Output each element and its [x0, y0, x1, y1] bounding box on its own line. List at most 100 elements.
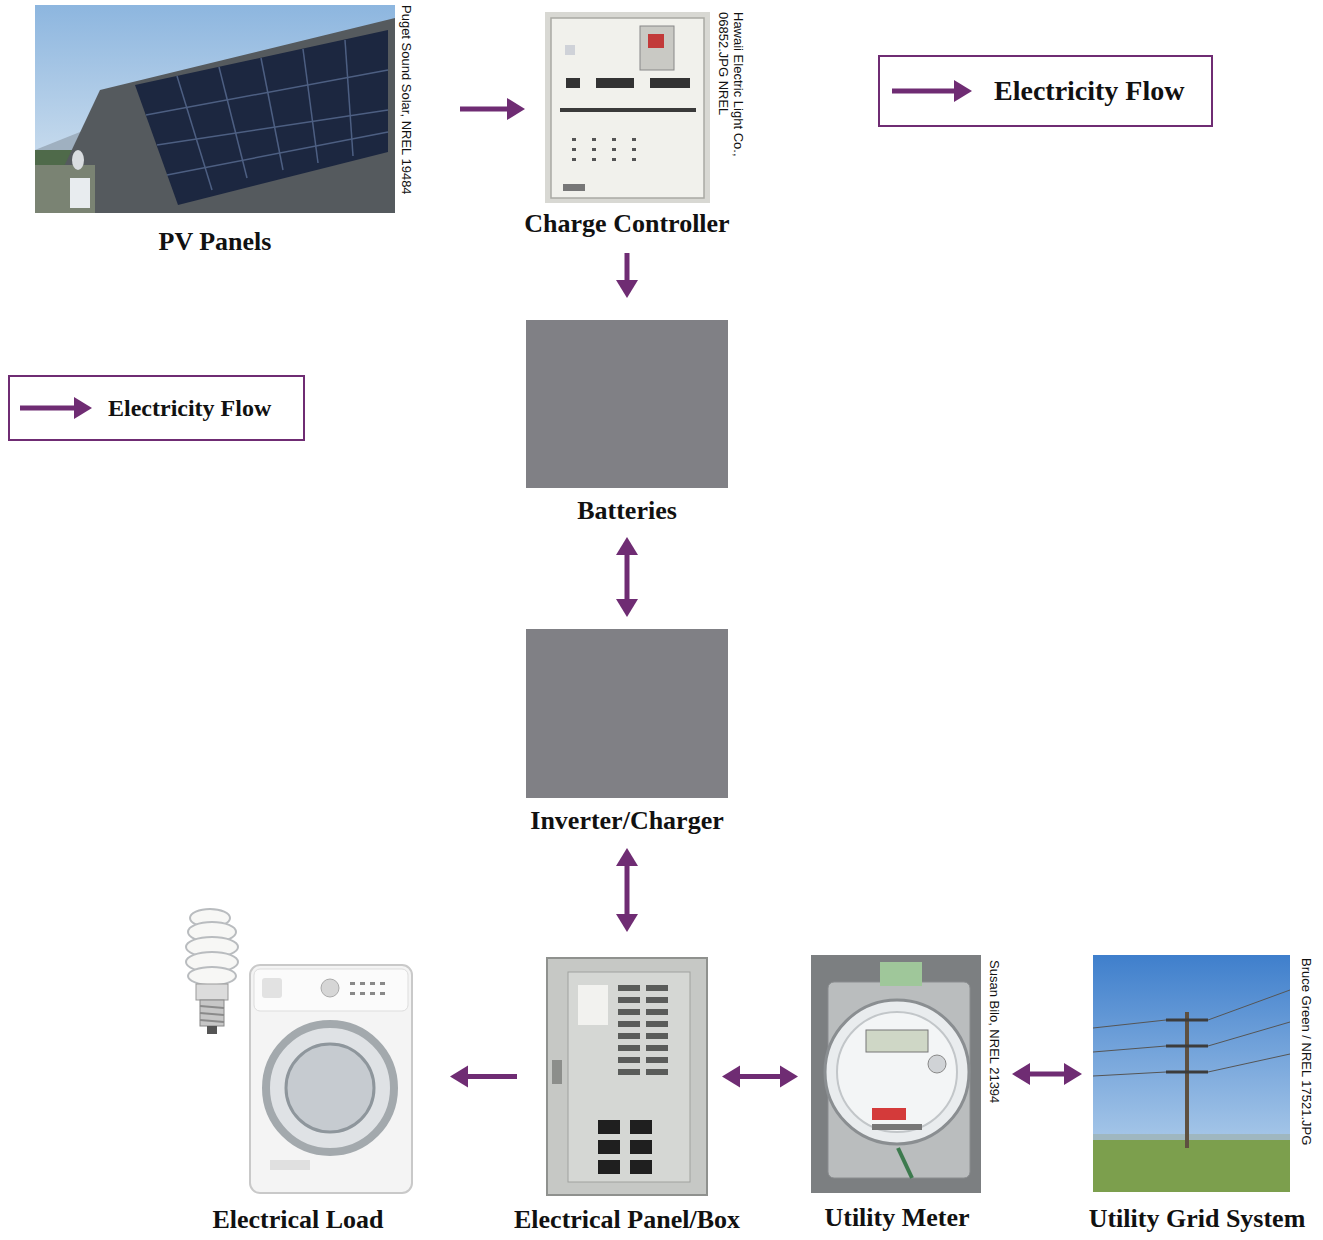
charge-controller-photo-part-part [572, 158, 576, 161]
legend-arrow-head [74, 397, 92, 419]
component-caption: PV Panels [159, 227, 272, 257]
charge-controller-photo [545, 12, 710, 203]
component-caption: Utility Grid System [1089, 1204, 1306, 1234]
electrical-panel-photo-part-part [618, 997, 640, 1003]
electrical-panel-photo-part [568, 972, 690, 1182]
pv-panels-photo-part-part [219, 67, 247, 178]
electrical-load-photo-part-part [360, 982, 365, 985]
utility-grid-photo-part [1093, 990, 1290, 1076]
utility-grid-photo-part-part [1208, 990, 1290, 1020]
electrical-load-photo-part-part [370, 982, 375, 985]
charge-controller-photo-part-part [632, 138, 636, 141]
arrow-head [722, 1066, 740, 1088]
electrical-load-photo-part-part [350, 992, 355, 995]
charge-controller-photo-part [572, 138, 636, 161]
charge-controller-photo-part [566, 78, 690, 88]
batteries-placeholder [526, 320, 728, 488]
utility-meter-photo-part [872, 1124, 922, 1130]
electrical-load-photo-part [200, 1000, 224, 1026]
arrow-head [616, 537, 638, 555]
utility-grid-photo-part-part [1166, 1045, 1208, 1048]
electrical-load-photo-part-part [370, 992, 375, 995]
flow-arrow [1012, 1063, 1082, 1085]
legend-label: Electricity Flow [108, 395, 271, 422]
charge-controller-photo-part-part [596, 78, 634, 88]
electrical-panel-photo-part-part [618, 1021, 640, 1027]
component-caption: Electrical Panel/Box [514, 1205, 740, 1235]
electrical-panel-photo-part-part [618, 1009, 640, 1015]
electrical-panel-photo-part [547, 958, 707, 1195]
charge-controller-photo-part-part [592, 148, 596, 151]
utility-grid-photo-part-part [1093, 1046, 1166, 1052]
electrical-load-photo-part [270, 1160, 310, 1170]
charge-controller-photo-part-part [632, 148, 636, 151]
charge-controller-photo-part-part [612, 138, 616, 141]
electrical-panel-photo-part-part [630, 1120, 652, 1134]
electrical-load-photo-part-part [380, 992, 385, 995]
electrical-panel-photo-part-part [646, 1033, 668, 1039]
charge-controller-photo-part-part [592, 138, 596, 141]
utility-meter-photo-part [880, 962, 922, 986]
photo-credit: Hawaii Electric Light Co., 06852.JPG NRE… [716, 12, 746, 190]
utility-grid-photo-part [1093, 1138, 1290, 1192]
flow-arrow-line [625, 551, 630, 603]
electrical-panel-photo-part [552, 1060, 562, 1084]
electrical-panel-photo-part-part [646, 985, 668, 991]
charge-controller-photo-part-part [632, 158, 636, 161]
electrical-load-photo-part [254, 969, 408, 1011]
legend-box: Electricity Flow [878, 55, 1213, 127]
electrical-load-photo-part [196, 984, 228, 1000]
electrical-panel-photo-part-part [630, 1160, 652, 1174]
component-caption: Charge Controller [524, 209, 729, 239]
electrical-panel-photo [547, 958, 707, 1195]
legend-arrow-head [954, 80, 972, 102]
electrical-load-photo-part [186, 909, 238, 985]
electrical-panel-photo-part-part [630, 1140, 652, 1154]
charge-controller-photo-part [563, 184, 585, 191]
utility-grid-photo-part-part [1208, 1054, 1290, 1072]
pv-panels-photo-part [35, 165, 95, 213]
component-caption: Batteries [577, 496, 677, 526]
pv-panels-photo [35, 5, 395, 213]
electrical-load-photo-part-part [200, 1013, 224, 1015]
charge-controller-photo-part [565, 45, 575, 55]
electrical-load-photo-part-part [200, 1006, 224, 1008]
charge-controller-photo-part [545, 12, 710, 203]
utility-grid-photo-part [1093, 955, 1290, 1192]
charge-controller-photo-part [640, 26, 674, 70]
component-node: Batteries [526, 320, 728, 526]
arrow-head [616, 914, 638, 932]
electrical-panel-photo-part-part [646, 1057, 668, 1063]
legend-box: Electricity Flow [8, 375, 305, 441]
electrical-panel-photo-part-part [646, 997, 668, 1003]
electrical-load-photo-part-part [350, 982, 355, 985]
arrow-head [616, 280, 638, 298]
flow-arrow-line [1026, 1072, 1068, 1077]
utility-grid-photo-part [1093, 1134, 1290, 1140]
utility-grid-photo-part-part [1093, 1020, 1166, 1028]
flow-arrow [616, 848, 638, 932]
component-node: Electrical Panel/Box [547, 958, 707, 1235]
utility-grid-photo-part [1166, 1020, 1208, 1072]
electrical-load-photo-part-part [380, 982, 385, 985]
utility-grid-photo-part-part [1208, 1022, 1290, 1046]
utility-meter-photo-part [828, 982, 970, 1178]
electrical-panel-photo-part [578, 985, 608, 1025]
charge-controller-photo-part-part [592, 158, 596, 161]
electrical-load-photo-part [286, 1044, 374, 1132]
electrical-load-photo [186, 909, 412, 1193]
component-node: Utility Meter [811, 955, 1004, 1233]
charge-controller-photo-part-part [612, 148, 616, 151]
charge-controller-photo-part-part [650, 78, 690, 88]
arrow-head [450, 1066, 468, 1088]
flow-arrow [722, 1066, 798, 1088]
pv-panels-photo-part [146, 40, 388, 190]
pv-panels-photo-part [60, 18, 395, 213]
electrical-panel-photo-part-part [618, 1033, 640, 1039]
charge-controller-photo-part-part [572, 138, 576, 141]
utility-grid-photo-part-part [1166, 1071, 1208, 1074]
charge-controller-photo-part [648, 34, 664, 48]
utility-meter-photo-part [811, 955, 981, 1193]
